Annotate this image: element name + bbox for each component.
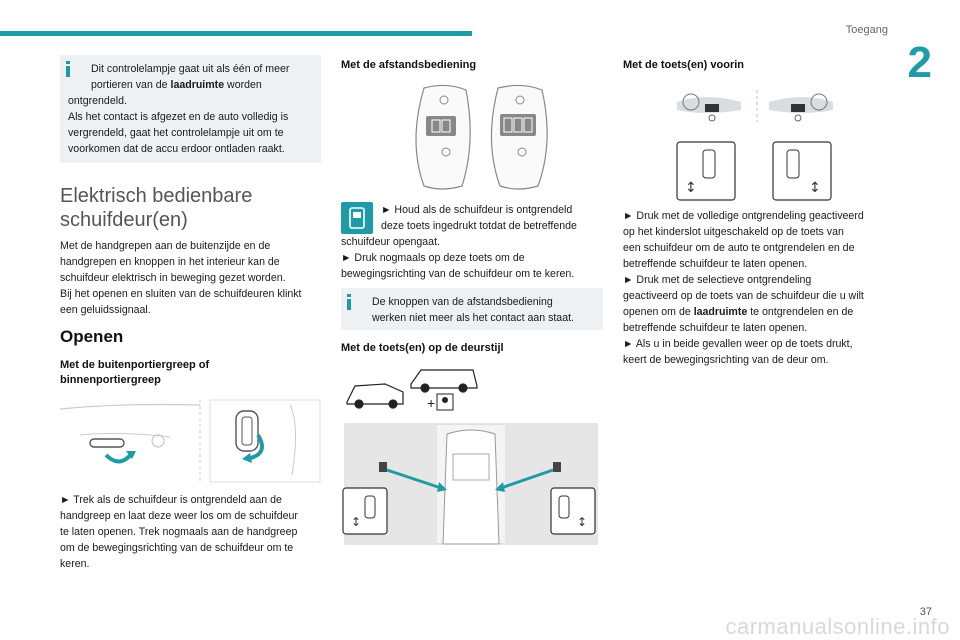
heading-remote: Met de afstandsbediening (341, 59, 477, 71)
subheading-handles: Met de buitenportiergreep of binnenporti… (60, 359, 210, 386)
door-pillar-buttons-illustration: + ↕ ↕ (342, 369, 598, 545)
svg-text:↕: ↕ (809, 180, 821, 196)
svg-text:↕: ↕ (351, 515, 361, 529)
instruction-handles: ► Trek als de schuifdeur is ontgrendeld … (60, 494, 298, 570)
svg-text:↕: ↕ (685, 180, 697, 196)
page-number: 37 (919, 606, 932, 618)
header-accent-bar (0, 31, 472, 36)
door-handle-illustration (60, 395, 322, 485)
info-line: ontgrendeld. (68, 95, 127, 107)
intro-paragraph: Met de handgrepen aan de buitenzijde en … (60, 240, 302, 316)
section-heading: Elektrisch bedienbare schuifdeur(en) (60, 185, 253, 231)
svg-text:↕: ↕ (577, 515, 587, 529)
info-box-remote: De knoppen van de afstandsbediening werk… (341, 288, 603, 330)
info-line: vergrendeld, gaat het controlelampje uit… (68, 127, 284, 139)
info-line: Dit controlelampje gaat uit als één of m… (91, 63, 290, 75)
info-line: Als het contact is afgezet en de auto vo… (68, 111, 289, 123)
heading-door-pillar: Met de toets(en) op de deurstijl (341, 342, 504, 354)
watermark: carmanualsonline.info (725, 614, 950, 639)
svg-text:+: + (427, 395, 435, 411)
section-title: Toegang (845, 24, 888, 36)
heading-front-buttons: Met de toets(en) voorin (623, 59, 745, 71)
remote-button-icon (341, 202, 373, 234)
heading-openen: Openen (60, 327, 124, 346)
instruction-remote: ► Houd als de schuifdeur is ontgrendeld … (341, 204, 577, 280)
info-icon (347, 294, 351, 310)
remote-keys-illustration (415, 84, 548, 190)
info-box-warning-lamp: Dit controlelampje gaat uit als één of m… (60, 55, 321, 163)
front-buttons-illustration: ↕ ↕ (676, 90, 833, 201)
info-line: portieren van de laadruimte worden (91, 79, 262, 91)
instruction-front-buttons: ► Druk met de volledige ontgrendeling ge… (623, 210, 864, 366)
chapter-number: 2 (907, 38, 932, 87)
info-icon (66, 61, 70, 77)
info-line: voorkomen dat de accu erdoor ontladen ra… (68, 143, 285, 155)
